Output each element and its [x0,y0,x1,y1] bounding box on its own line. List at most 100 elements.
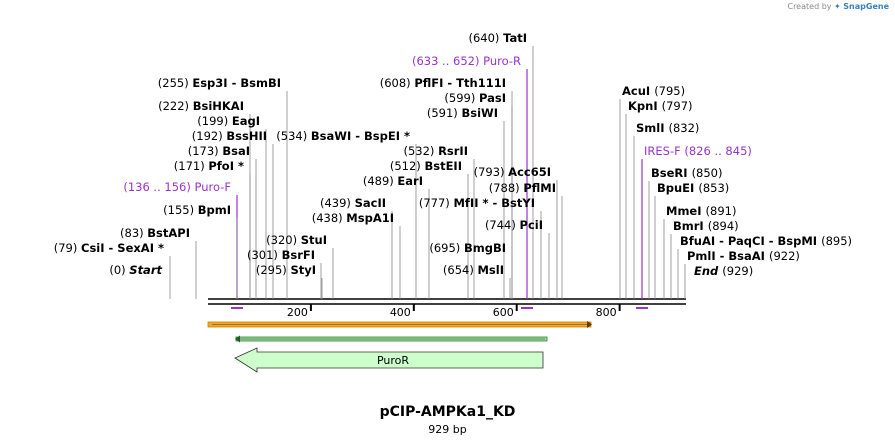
site-label[interactable]: (489) EarI [363,174,423,188]
site-label[interactable]: (155) BpmI [163,203,231,217]
feature-puror[interactable]: PuroR [234,347,544,373]
site-label[interactable]: (0) Start [109,263,162,277]
site-name: End [694,264,722,278]
site-name: Start [129,263,162,277]
site-label[interactable]: (633 .. 652) Puro-R [412,54,521,68]
site-position: (853) [698,181,729,195]
site-position: (895) [821,234,852,248]
site-label[interactable]: (793) Acc65I [474,165,551,179]
site-position: (155) [163,203,198,217]
site-label-text: (320) StuI [266,233,327,247]
site-position: (222) [158,99,193,113]
site-label-text: (0) Start [109,263,162,277]
site-name: BseRI [651,166,692,180]
site-label[interactable]: BfuAI - PaqCI - BspMI (895) [680,234,852,248]
site-label[interactable]: (695) BmgBI [429,241,506,255]
site-name: MspA1I [346,211,394,225]
site-name: BsiHKAI [193,99,244,113]
site-name: BpmI [198,203,231,217]
site-label[interactable]: End (929) [694,264,753,278]
plasmid-name: pCIP-AMPKa1_KD [379,404,516,420]
site-position: (922) [769,249,800,263]
site-label[interactable]: (532) RsrII [403,144,468,158]
site-label[interactable]: (83) BstAPI [120,226,190,240]
site-label[interactable]: BpuEI (853) [657,181,729,195]
site-label[interactable]: IRES-F (826 .. 845) [644,144,752,158]
site-label-text: (199) EagI [197,114,260,128]
site-label[interactable]: (320) StuI [266,233,327,247]
brand-prefix: Created by [787,2,832,11]
site-position: (192) [192,129,227,143]
site-label[interactable]: (534) BsaWI - BspEI * [276,129,410,143]
site-name: Esp3I - BsmBI [192,76,281,90]
site-label-text: (695) BmgBI [429,241,506,255]
site-name: MfII * - BstYI [453,196,535,210]
site-label[interactable]: AcuI (795) [622,84,685,98]
site-position: (438) [312,211,347,225]
site-label[interactable]: (222) BsiHKAI [158,99,244,113]
site-name: MslI [477,263,504,277]
orf-bar[interactable] [207,321,592,328]
site-name: BsaWI - BspEI * [311,129,410,143]
site-label[interactable]: (136 .. 156) Puro-F [123,180,231,194]
site-position: (695) [429,241,464,255]
site-label-text: (489) EarI [363,174,423,188]
site-label[interactable]: (599) PasI [444,91,506,105]
site-label-text: (171) PfoI * [174,159,244,173]
site-label[interactable]: (301) BsrFI [247,248,315,262]
site-label[interactable]: (192) BssHII [192,129,267,143]
site-label-text: (301) BsrFI [247,248,315,262]
site-label[interactable]: PmlI - BsaAI (922) [687,249,800,263]
site-name: BsaI [222,144,250,158]
site-label[interactable]: (173) BsaI [188,144,250,158]
site-label-text: IRES-F (826 .. 845) [644,144,752,158]
site-label-text: (633 .. 652) Puro-R [412,54,521,68]
site-label-text: AcuI (795) [622,84,685,98]
site-label[interactable]: (640) TatI [469,31,528,45]
site-name: PmlI - BsaAI [687,249,769,263]
orf-inner-arrow[interactable] [235,335,548,343]
site-position: (640) [469,31,504,45]
site-label-text: (83) BstAPI [120,226,190,240]
site-name: IRES-F [644,144,684,158]
site-label[interactable]: (777) MfII * - BstYI [419,196,535,210]
site-label[interactable]: (439) SacII [320,196,386,210]
site-name: StyI [290,263,316,277]
site-label[interactable]: KpnI (797) [628,99,693,113]
site-position: (83) [120,226,147,240]
site-label[interactable]: BmrI (894) [673,219,739,233]
site-label[interactable]: (788) PflMI [489,181,556,195]
site-label[interactable]: MmeI (891) [666,204,736,218]
site-label[interactable]: (171) PfoI * [174,159,244,173]
site-label[interactable]: (654) MslI [443,263,504,277]
site-position: (136 .. 156) [123,180,194,194]
site-label-text: (512) BstEII [390,159,462,173]
site-name: KpnI [628,99,662,113]
site-label[interactable]: (608) PflFI - Tth111I [380,76,506,90]
site-label-text: (534) BsaWI - BspEI * [276,129,410,143]
site-label[interactable]: (255) Esp3I - BsmBI [158,76,281,90]
site-label[interactable]: (295) StyI [256,263,316,277]
site-label[interactable]: (591) BsiWI [427,106,498,120]
site-position: (744) [485,218,520,232]
site-label[interactable]: BseRI (850) [651,166,723,180]
site-label[interactable]: (744) PciI [485,218,543,232]
site-label[interactable]: (199) EagI [197,114,260,128]
site-position: (199) [197,114,232,128]
axis-tick-label: 200 [287,306,308,319]
site-label-text: (79) CsiI - SexAI * [54,241,164,255]
site-position: (894) [708,219,739,233]
site-label-text: (608) PflFI - Tth111I [380,76,506,90]
site-name: BsrFI [282,248,315,262]
site-label[interactable]: (79) CsiI - SexAI * [54,241,164,255]
axis-tick-label: 800 [596,306,617,319]
site-label-text: (438) MspA1I [312,211,394,225]
site-label[interactable]: (512) BstEII [390,159,462,173]
site-label[interactable]: SmlI (832) [636,121,699,135]
site-position: (599) [444,91,479,105]
site-label[interactable]: (438) MspA1I [312,211,394,225]
site-position: (255) [158,76,193,90]
site-position: (608) [380,76,415,90]
